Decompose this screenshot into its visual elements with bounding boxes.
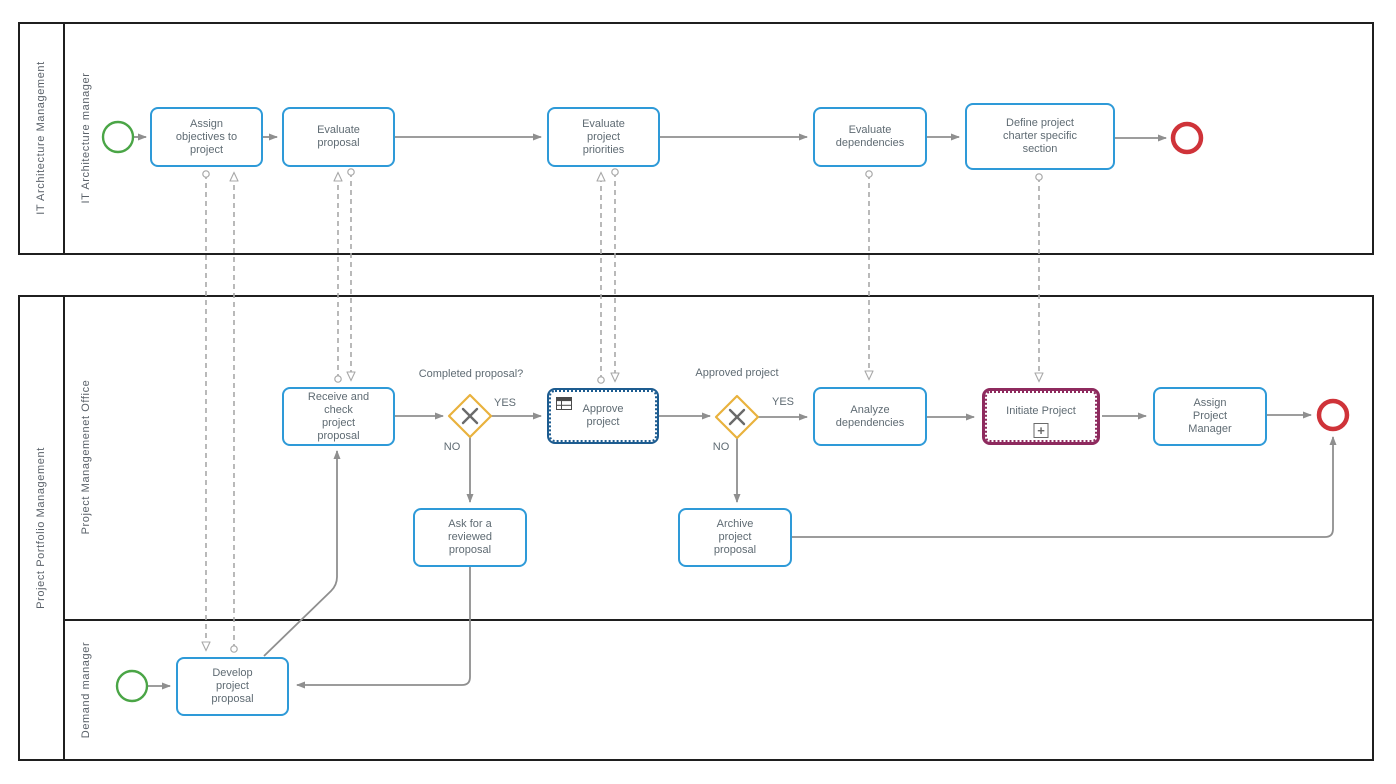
gateway-approved-no-label: NO xyxy=(712,441,730,453)
gateway-approved-yes-label: YES xyxy=(771,396,795,408)
pool1-header-divider xyxy=(63,22,65,255)
gateway-approved-question-label: Approved project xyxy=(695,367,779,379)
business-rule-task-icon xyxy=(556,397,572,410)
flow-develop-proposal-to-receive-check[interactable] xyxy=(263,450,341,657)
task-evaluate-priorities[interactable]: Evaluate project priorities xyxy=(547,107,660,167)
flow-ask-reviewed-to-develop-proposal[interactable] xyxy=(296,567,471,689)
end-event-it-architecture[interactable] xyxy=(1170,121,1204,155)
gateway-completed-proposal[interactable] xyxy=(447,393,493,439)
gateway-completed-no-label: NO xyxy=(443,441,461,453)
gateway-x-icon xyxy=(728,408,746,426)
flow-archive-to-end2[interactable] xyxy=(792,436,1337,538)
pool-it-architecture-management[interactable] xyxy=(18,22,1374,255)
task-initiate-project-subprocess[interactable]: Initiate Project + xyxy=(982,388,1100,445)
task-develop-proposal[interactable]: Develop project proposal xyxy=(176,657,289,716)
task-ask-reviewed-proposal[interactable]: Ask for a reviewed proposal xyxy=(413,508,527,567)
gateway-completed-question-label: Completed proposal? xyxy=(418,368,524,380)
start-event-it-architecture[interactable] xyxy=(101,120,135,154)
task-initiate-project-label: Initiate Project xyxy=(1006,405,1076,417)
start-event-demand-manager[interactable] xyxy=(115,669,149,703)
gateway-approved-project[interactable] xyxy=(714,394,760,440)
task-define-charter[interactable]: Define project charter specific section xyxy=(965,103,1115,170)
pool2-header-divider xyxy=(63,295,65,761)
task-assign-project-manager[interactable]: Assign Project Manager xyxy=(1153,387,1267,446)
pool-project-portfolio-management[interactable] xyxy=(18,295,1374,761)
gateway-x-icon xyxy=(461,407,479,425)
task-receive-check-proposal[interactable]: Receive and check project proposal xyxy=(282,387,395,446)
task-approve-project-label: Approve project xyxy=(582,403,624,428)
task-approve-project[interactable]: Approve project xyxy=(547,388,659,444)
task-analyze-dependencies[interactable]: Analyze dependencies xyxy=(813,387,927,446)
lane-divider-pmo-demand xyxy=(63,619,1374,621)
task-evaluate-proposal[interactable]: Evaluate proposal xyxy=(282,107,395,167)
subprocess-expand-icon[interactable]: + xyxy=(1033,423,1049,438)
gateway-completed-yes-label: YES xyxy=(493,397,517,409)
task-archive-proposal[interactable]: Archive project proposal xyxy=(678,508,792,567)
task-assign-objectives[interactable]: Assign objectives to project xyxy=(150,107,263,167)
end-event-pmo[interactable] xyxy=(1316,398,1350,432)
task-evaluate-dependencies[interactable]: Evaluate dependencies xyxy=(813,107,927,167)
